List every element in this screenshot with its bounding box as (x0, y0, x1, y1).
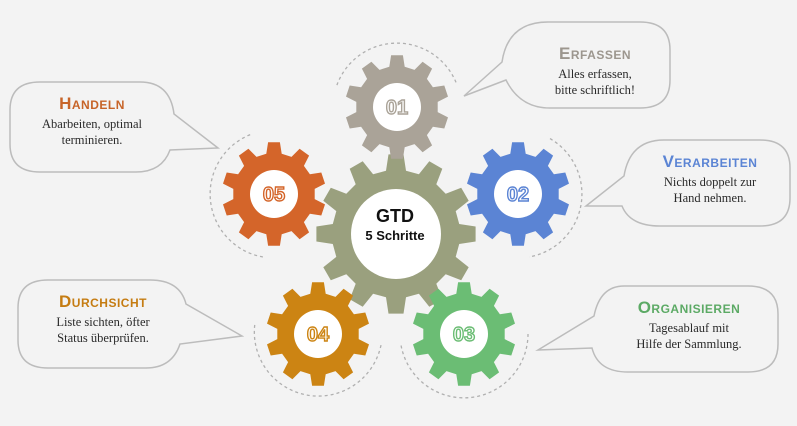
callout-organisieren: Organisieren Tagesablauf mit Hilfe der S… (600, 298, 778, 352)
step-text-handeln-line1: Abarbeiten, optimal (42, 117, 142, 131)
step-text-erfassen-line2: bitte schriftlich! (554, 83, 636, 97)
step-title-durchsicht: Durchsicht (59, 292, 147, 311)
step-text-organisieren-line2: Hilfe der Sammlung. (636, 337, 742, 351)
step-title-handeln: Handeln (59, 94, 125, 113)
step-number-erfassen: 01 (386, 97, 408, 119)
step-number-durchsicht: 04 (307, 324, 330, 346)
callout-bubble-organisieren (535, 285, 779, 373)
step-number-handeln: 05 (263, 184, 285, 206)
step-title-organisieren: Organisieren (637, 298, 741, 317)
step-text-erfassen-line1: Alles erfassen, (558, 67, 632, 81)
callout-bubble-verarbeiten (583, 139, 791, 227)
center-subtitle: 5 Schritte (365, 228, 425, 243)
center-gear-hub (351, 189, 441, 279)
dashed-arc-erfassen (336, 42, 458, 86)
dashed-arc-verarbeiten (528, 138, 583, 258)
gear-hub-erfassen (373, 83, 421, 131)
step-text-verarbeiten-line2: Hand nehmen. (673, 191, 747, 205)
dashed-arc-durchsicht (253, 322, 382, 397)
callout-bubble-erfassen (463, 21, 671, 109)
step-title-erfassen: Erfassen (558, 44, 632, 63)
callout-bubble-durchsicht (17, 279, 245, 369)
callout-durchsicht: Durchsicht Liste sichten, öfter Status ü… (22, 292, 184, 346)
gear-hub-verarbeiten (494, 170, 542, 218)
callout-bubble-handeln (9, 81, 221, 173)
step-text-durchsicht-line2: Status überprüfen. (57, 331, 149, 345)
center-label: GTD 5 Schritte (345, 205, 445, 245)
dashed-arc-organisieren (400, 333, 529, 399)
gear-hub-durchsicht (294, 310, 342, 358)
center-title: GTD (376, 206, 414, 226)
callout-handeln: Handeln Abarbeiten, optimal terminieren. (14, 94, 170, 148)
step-title-verarbeiten: Verarbeiten (662, 152, 758, 171)
step-text-organisieren-line1: Tagesablauf mit (649, 321, 729, 335)
step-text-handeln-line2: terminieren. (61, 133, 123, 147)
step-number-verarbeiten: 02 (507, 184, 529, 206)
callout-verarbeiten: Verarbeiten Nichts doppelt zur Hand nehm… (630, 152, 790, 206)
gear-hub-organisieren (440, 310, 488, 358)
step-number-organisieren: 03 (453, 324, 475, 346)
step-text-verarbeiten-line1: Nichts doppelt zur (663, 175, 757, 189)
gear-hub-handeln (250, 170, 298, 218)
step-text-durchsicht-line1: Liste sichten, öfter (56, 315, 150, 329)
callout-erfassen: Erfassen Alles erfassen, bitte schriftli… (520, 44, 670, 98)
